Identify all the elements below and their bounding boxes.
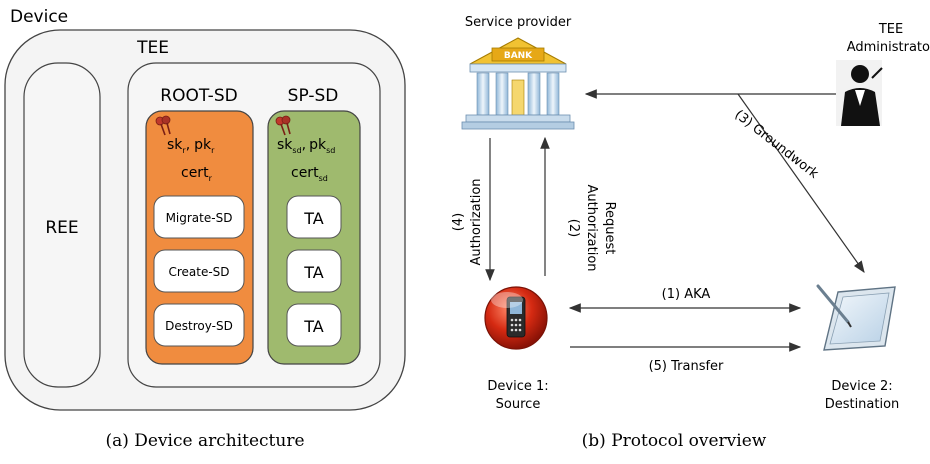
- migrate-sd-label: Migrate-SD: [166, 211, 233, 225]
- root-sd-keys: skr,pkr: [167, 137, 215, 155]
- ta-label: TA: [303, 209, 324, 228]
- bank-sign: BANK: [504, 51, 533, 61]
- ta-label: TA: [303, 263, 324, 282]
- svg-text:Request: Request: [602, 202, 617, 255]
- sp-sd-title: SP-SD: [288, 86, 339, 106]
- svg-text:(4): (4): [451, 213, 466, 231]
- key-icon: [155, 115, 171, 136]
- device2-line1: Device 2:: [831, 379, 892, 394]
- caption-b: (b) Protocol overview: [582, 431, 767, 451]
- step4-label: (4) Authorization: [451, 178, 484, 265]
- svg-text:Authorization: Authorization: [584, 184, 599, 271]
- create-sd-label: Create-SD: [168, 265, 229, 279]
- sp-sd-cert: certsd: [291, 165, 328, 183]
- phone-icon: [484, 286, 548, 350]
- migrate-sd-button[interactable]: [153, 195, 245, 239]
- service-provider-label: Service provider: [465, 15, 572, 30]
- ta-label: TA: [303, 317, 324, 336]
- groundwork-arrow-to-device2: [737, 93, 865, 273]
- administrator-icon: [836, 60, 883, 126]
- create-sd-button[interactable]: [153, 249, 245, 293]
- ta-box[interactable]: [286, 249, 342, 293]
- device1-line1: Device 1:: [487, 379, 548, 394]
- bank-icon: BANK: [461, 37, 575, 130]
- device1-line2: Source: [496, 397, 541, 412]
- tee-admin-line1: TEE: [878, 22, 903, 37]
- svg-text:Authorization: Authorization: [469, 178, 484, 265]
- root-sd-cert: certr: [181, 165, 213, 183]
- sp-sd-keys: sksd,pksd: [277, 137, 335, 155]
- ree-label: REE: [45, 218, 78, 238]
- step1-label: (1) AKA: [662, 287, 711, 302]
- ta-box[interactable]: [286, 303, 342, 347]
- device-label: Device: [10, 7, 68, 27]
- ree-box: [23, 62, 101, 388]
- tee-admin-line2: Administrator: [847, 40, 930, 55]
- device-architecture: Device TEE REE ROOT-SD skr,pkr certr Mig…: [4, 7, 406, 451]
- svg-text:(2): (2): [566, 219, 581, 237]
- tablet-icon: [816, 284, 896, 351]
- step2-label: (2) Authorization Request: [566, 184, 617, 271]
- destroy-sd-label: Destroy-SD: [165, 319, 233, 333]
- protocol-overview: Service provider BANK TEE Administrator: [451, 15, 930, 451]
- step3-label: (3) Groundwork: [732, 107, 822, 182]
- root-sd-title: ROOT-SD: [160, 86, 237, 106]
- key-icon: [275, 115, 291, 136]
- step5-label: (5) Transfer: [649, 359, 724, 374]
- ta-box[interactable]: [286, 195, 342, 239]
- caption-a: (a) Device architecture: [105, 431, 304, 451]
- device2-line2: Destination: [825, 397, 900, 412]
- tee-label: TEE: [136, 38, 169, 58]
- destroy-sd-button[interactable]: [153, 303, 245, 347]
